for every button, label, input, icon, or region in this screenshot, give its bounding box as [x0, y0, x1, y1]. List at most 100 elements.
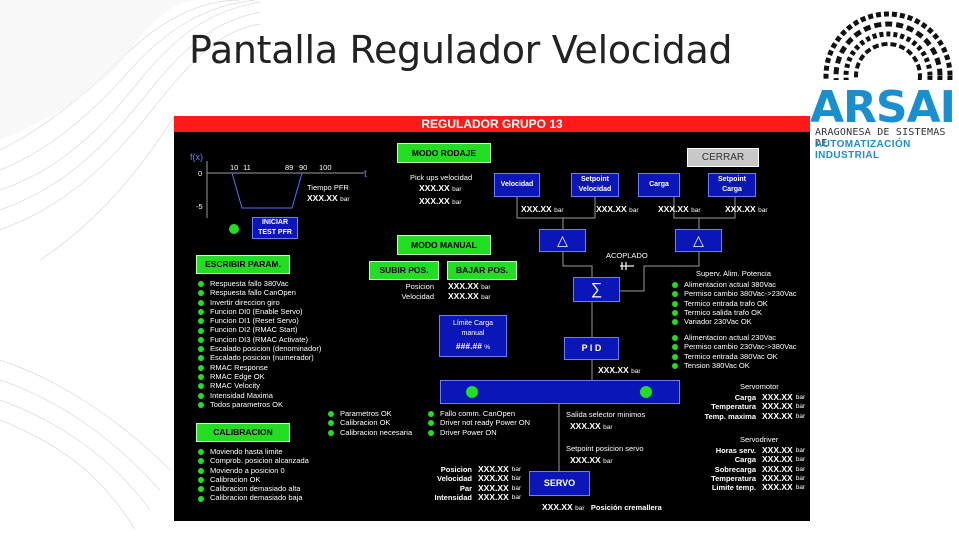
servodriver-label: Limite temp. [711, 483, 756, 493]
status-led [672, 309, 678, 316]
calib-item: Calibracion OK [198, 475, 309, 484]
modo-rodaje-button[interactable]: MODO RODAJE [397, 143, 491, 163]
servomotor-label: Carga [734, 393, 756, 402]
status-led [198, 281, 204, 288]
velocidad-block[interactable]: Velocidad [494, 173, 540, 197]
calib-item: Moviendo a posicion 0 [198, 466, 309, 475]
status-led [198, 290, 204, 297]
escribir-param-button[interactable]: ESCRIBIR PARAM. [196, 255, 290, 274]
param-item: Funcion DI3 (RMAC Activate) [198, 335, 321, 344]
superv-380-label: Permiso cambio 380Vac->230Vac [684, 289, 797, 299]
cerrar-button[interactable]: CERRAR [687, 148, 759, 167]
setpoint-velocidad-block[interactable]: Setpoint Velocidad [571, 173, 619, 197]
servo-value: XXX.XX [478, 482, 509, 493]
sigma-summing-block[interactable]: ∑ [573, 277, 620, 302]
limite-carga-label: Límite Carga manual [452, 320, 494, 337]
graph-y1: -5 [196, 202, 203, 211]
graph-x1: 10 [230, 163, 239, 172]
calib-label: Calibracion demasiado baja [210, 493, 303, 503]
fault-item: Driver Power ON [428, 428, 530, 437]
carga-block[interactable]: Carga [638, 173, 680, 197]
servodriver-unit: bar [795, 484, 806, 492]
calib-label: Comprob. posicion alcanzada [210, 456, 309, 466]
status-led [328, 411, 334, 418]
servomotor-unit: bar [795, 394, 806, 401]
status-led [198, 486, 204, 493]
setpoint-velocidad-value: XXX.XX bar [596, 204, 639, 214]
comparator-velocidad-triangle[interactable]: △ [539, 229, 586, 252]
limite-carga-box[interactable]: Límite Carga manual ###.## % [439, 315, 507, 357]
status-led [672, 300, 678, 307]
superv-380-label: Termico entrada trafo OK [684, 298, 768, 308]
param-label: Escalado posicion (numerador) [210, 353, 314, 363]
setpoint-carga-block[interactable]: Setpoint Carga [708, 173, 756, 197]
iniciar-test-pfr-button[interactable]: INICIAR TEST PFR [252, 217, 298, 239]
status-led [198, 336, 204, 343]
pid-block[interactable]: P I D [564, 337, 619, 360]
param-summary-label: Calibracion OK [340, 418, 391, 428]
pickups-label: Pick ups velocidad [410, 173, 473, 182]
param-item: Invertir direccion giro [198, 298, 321, 307]
setpoint-carga-value: XXX.XX bar [725, 204, 768, 214]
servomotor-value: XXX.XX [762, 401, 793, 412]
posicion-value: XXX.XX bar [448, 281, 491, 291]
servo-unit: bar [511, 475, 522, 483]
servo-value: XXX.XX [478, 491, 509, 502]
servomotor-label: Temp. maxima [704, 411, 756, 421]
status-led [198, 476, 204, 483]
calib-item: Moviendo hasta limite [198, 447, 309, 456]
servomotor-label: Temperatura [711, 402, 756, 412]
servo-value: XXX.XX [478, 464, 509, 474]
logo-tagline-2: AUTOMATIZACIÓN INDUSTRIAL [815, 139, 911, 161]
status-led [672, 344, 678, 351]
param-label: Funcion DI0 (Enable Servo) [210, 306, 303, 316]
comparator-carga-triangle[interactable]: △ [675, 229, 722, 252]
servo-label: Par [459, 483, 472, 493]
graph-x4: 90 [299, 163, 308, 172]
param-label: RMAC Edge OK [210, 371, 265, 381]
status-led [672, 319, 678, 326]
servodriver-unit: bar [795, 447, 806, 454]
calibracion-button[interactable]: CALIBRACION [196, 423, 290, 442]
status-led [672, 335, 678, 342]
servodriver-label: Horas serv. [715, 446, 756, 455]
salida-selector-value: XXX.XX bar [570, 421, 613, 431]
servo-label: Intensidad [434, 492, 472, 502]
servodriver-title: Servodriver [740, 435, 779, 444]
hmi-header: REGULADOR GRUPO 13 [174, 116, 810, 132]
servo-block[interactable]: SERVO [529, 471, 590, 496]
servo-unit: bar [511, 493, 522, 501]
servodriver-unit: bar [795, 465, 806, 473]
param-label: Intensidad Maxima [210, 390, 273, 400]
bajar-pos-button[interactable]: BAJAR POS. [447, 261, 517, 280]
velocidad-value: XXX.XX bar [448, 291, 491, 301]
servo-unit: bar [511, 484, 522, 492]
decorative-curves [0, 0, 260, 531]
servomotor-value: XXX.XX [762, 392, 793, 402]
param-label: Funcion DI3 (RMAC Activate) [210, 334, 308, 344]
status-led [672, 282, 678, 289]
subir-pos-button[interactable]: SUBIR POS. [369, 261, 439, 280]
logo-tagline-1: ARAGONESA DE SISTEMAS DE [815, 127, 946, 149]
bus-led-right [640, 386, 652, 398]
setpoint-servo-value: XXX.XX bar [570, 455, 613, 465]
param-summary-label: Parametros OK [340, 409, 392, 418]
status-led [198, 458, 204, 465]
setpoint-servo-label: Setpoint posicion servo [566, 444, 644, 453]
status-led [198, 364, 204, 371]
superv-380-label: Variador 230Vac OK [684, 317, 752, 327]
pid-value: XXX.XX bar [598, 365, 641, 375]
servomotor-unit: bar [795, 403, 806, 411]
servodriver-value: XXX.XX [762, 463, 793, 474]
param-item: RMAC Velocity [198, 381, 321, 390]
fault-label: Driver Power ON [440, 427, 497, 437]
modo-manual-button[interactable]: MODO MANUAL [397, 235, 491, 255]
limite-carga-value: ###.## % [455, 341, 491, 351]
